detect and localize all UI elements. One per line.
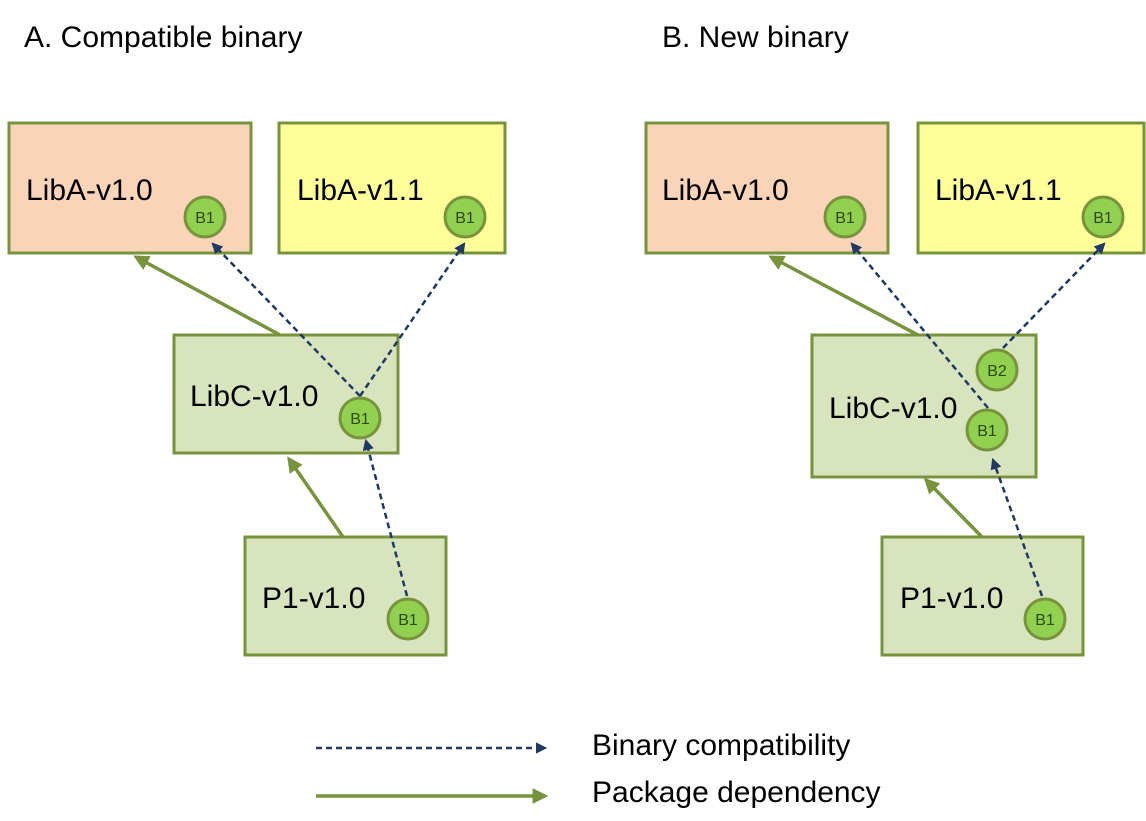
binary-arrow-b-p1-to-libc <box>990 457 1044 597</box>
badge-b-liba-v10: B1 <box>823 195 867 239</box>
badge-b-liba-v10-text: B1 <box>835 210 855 227</box>
box-b-libc-v10-label: LibC-v1.0 <box>829 392 957 425</box>
dependency-arrow-libc-to-liba-v10 <box>133 255 281 337</box>
dependency-arrow-b-libc-to-liba-v10 <box>768 255 919 337</box>
box-p1-v10-label: P1-v1.0 <box>262 582 365 615</box>
badge-p1-v10: B1 <box>386 597 430 641</box>
legend-item-package: Package dependency <box>316 776 881 809</box>
badge-b-liba-v11-text: B1 <box>1093 210 1113 227</box>
box-liba-v10-label: LibA-v1.0 <box>26 174 153 207</box>
badge-b-p1-v10-text: B1 <box>1035 612 1055 629</box>
badge-b-libc-v10-b1-text: B1 <box>977 423 997 440</box>
dependency-arrow-b-p1-to-libc <box>923 477 984 539</box>
badge-b-libc-v10-b2-text: B2 <box>987 363 1007 380</box>
legend-item-binary: Binary compatibility <box>316 729 850 762</box>
box-liba-v10: LibA-v1.0 <box>7 121 253 255</box>
box-b-liba-v11-label: LibA-v1.1 <box>935 174 1062 207</box>
legend: Binary compatibility Package dependency <box>316 729 881 809</box>
legend-package-label: Package dependency <box>592 776 881 809</box>
badge-b-p1-v10: B1 <box>1023 597 1067 641</box>
binary-arrow-libc-to-liba-v10 <box>211 242 361 397</box>
binary-arrow-p1-to-libc <box>362 438 409 597</box>
badge-liba-v10: B1 <box>183 195 227 239</box>
box-b-liba-v10-label: LibA-v1.0 <box>662 174 789 207</box>
badge-liba-v11: B1 <box>443 195 487 239</box>
panel-b-title: B. New binary <box>662 21 849 54</box>
binary-arrow-b-libc-to-liba-v11 <box>1002 242 1106 349</box>
legend-binary-label: Binary compatibility <box>592 729 850 762</box>
badge-libc-v10: B1 <box>338 396 382 440</box>
binary-arrow-b-libc-to-liba-v10 <box>850 242 989 409</box>
badge-libc-v10-text: B1 <box>350 411 370 428</box>
panel-a: A. Compatible binary LibA-v1.0 LibA-v1.1… <box>7 21 507 657</box>
binary-arrow-libc-to-liba-v11 <box>358 242 466 397</box>
box-b-p1-v10-label: P1-v1.0 <box>900 582 1003 615</box>
panel-b: B. New binary LibA-v1.0 LibA-v1.1 LibC-v… <box>644 21 1146 657</box>
box-liba-v11-label: LibA-v1.1 <box>297 174 424 207</box>
badge-b-liba-v11: B1 <box>1081 195 1125 239</box>
badge-b-libc-v10-b1: B1 <box>965 408 1009 452</box>
dependency-arrow-p1-to-libc <box>287 456 345 538</box>
panel-a-title: A. Compatible binary <box>24 21 302 54</box>
badge-p1-v10-text: B1 <box>398 612 418 629</box>
badge-b-libc-v10-b2: B2 <box>975 348 1019 392</box>
box-libc-v10-label: LibC-v1.0 <box>190 380 318 413</box>
badge-liba-v10-text: B1 <box>195 210 215 227</box>
badge-liba-v11-text: B1 <box>455 210 475 227</box>
